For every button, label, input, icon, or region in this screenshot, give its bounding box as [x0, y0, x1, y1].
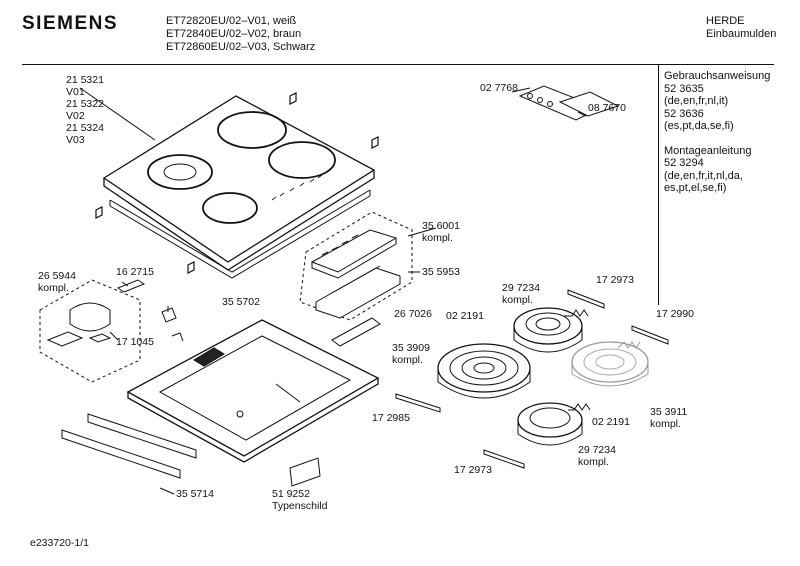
part-label: 51 9252 Typenschild	[272, 488, 327, 512]
heating-element	[517, 402, 591, 446]
part-suffix: kompl.	[422, 232, 453, 244]
part-label: 17 2973	[596, 274, 634, 286]
part-label: 08 7670	[588, 102, 626, 114]
heating-element	[437, 343, 531, 399]
part-label-hob: 21 5321 V01 21 5322 V02 21 5324 V03	[66, 74, 104, 146]
part-label: 02 7768	[480, 82, 518, 94]
bracket	[395, 393, 441, 413]
clip	[289, 92, 297, 105]
footer-code: e233720-1/1	[30, 537, 89, 549]
part-label: 35 3909 kompl.	[392, 342, 430, 366]
doc-line: Gebrauchsanweisung	[664, 70, 771, 82]
clip	[187, 261, 195, 274]
doc-line: 52 3294	[664, 157, 704, 169]
category-line: HERDE	[706, 15, 745, 27]
part-number: 21 5322	[66, 98, 104, 110]
part-number: 35 6001	[422, 220, 460, 232]
connector-group-outline	[39, 279, 141, 383]
part-label: 17 1045	[116, 336, 154, 348]
part-label: 26 5944 kompl.	[38, 270, 76, 294]
doc-line: (de,en,fr,it,nl,da,	[664, 169, 743, 182]
part-label: 35 3911 kompl.	[650, 406, 687, 430]
doc-line: 52 3636	[664, 107, 704, 120]
clip	[95, 206, 103, 219]
part-label: 02 2191	[592, 416, 630, 428]
part-variant: V02	[66, 110, 85, 122]
side-rail	[87, 413, 197, 459]
part-number: 35 3911	[650, 406, 688, 418]
clip	[371, 136, 379, 149]
part-number: 51 9252	[272, 488, 310, 500]
part-suffix: kompl.	[38, 282, 69, 294]
documents-panel: Gebrauchsanweisung 52 3635 (de,en,fr,nl,…	[664, 70, 770, 195]
model-list: ET72820EU/02–V01, weiß ET72840EU/02–V02,…	[166, 15, 315, 54]
part-number: 35 3909	[392, 342, 430, 354]
hob-glass	[102, 95, 376, 279]
tool	[511, 85, 620, 121]
part-label: 17 2990	[656, 308, 694, 320]
type-plate	[289, 457, 321, 487]
part-number: 21 5324	[66, 122, 104, 134]
bracket	[567, 289, 605, 309]
model-line: ET72860EU/02–V03, Schwarz	[166, 41, 316, 53]
leader-line	[79, 87, 156, 141]
docs-divider	[658, 65, 659, 305]
doc-line: (de,en,fr,nl,it)	[664, 95, 729, 107]
doc-line: Montageanleitung	[664, 144, 752, 157]
heating-element	[513, 307, 589, 353]
part-suffix: kompl.	[578, 456, 609, 468]
part-number: 26 5944	[38, 270, 76, 282]
category-line: Einbaumulden	[706, 28, 777, 40]
part-label: 16 2715	[116, 266, 154, 278]
part-label: 17 2973	[454, 464, 492, 476]
part-label: 35 5714	[176, 488, 214, 500]
header-divider	[22, 64, 774, 65]
bracket	[631, 325, 669, 345]
part-suffix: kompl.	[392, 354, 423, 366]
part-variant: V03	[66, 134, 85, 146]
part-label: 29 7234 kompl.	[502, 282, 540, 306]
part-label: 02 2191	[446, 310, 484, 322]
doc-line: es,pt,el,se,fi)	[664, 182, 727, 194]
part-label: 29 7234 kompl.	[578, 444, 616, 468]
bracket	[483, 449, 525, 469]
heating-element	[571, 341, 649, 387]
part-label: 17 2985	[372, 412, 410, 424]
brand-logo: SIEMENS	[22, 13, 119, 34]
doc-line: 52 3635	[664, 82, 704, 95]
model-line: ET72840EU/02–V02, braun	[166, 28, 302, 40]
part-label: 35 5702	[222, 296, 260, 308]
part-label: 26 7026	[394, 308, 432, 320]
model-line: ET72820EU/02–V01, weiß	[166, 15, 297, 27]
part-suffix: kompl.	[650, 418, 681, 430]
part-number: 29 7234	[502, 282, 540, 294]
part-variant: V01	[66, 86, 85, 98]
side-rail	[61, 429, 181, 479]
category: HERDE Einbaumulden	[706, 15, 776, 41]
part-suffix: Typenschild	[272, 500, 328, 512]
part-number: 21 5321	[66, 74, 104, 86]
doc-line: (es,pt,da,se,fi)	[664, 120, 734, 132]
part-label: 35 6001 kompl.	[422, 220, 460, 244]
part-number: 29 7234	[578, 444, 616, 456]
part-suffix: kompl.	[502, 294, 533, 306]
part-label: 35 5953	[422, 266, 460, 278]
